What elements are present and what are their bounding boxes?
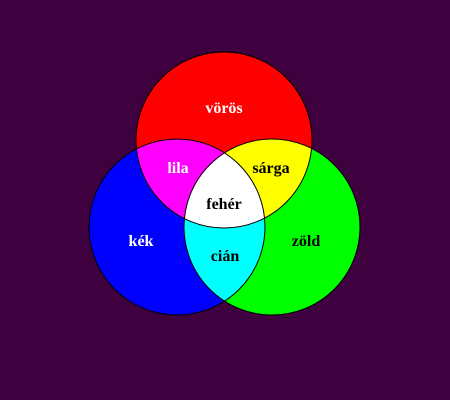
label-green: zöld	[292, 233, 321, 250]
red-circle-outline	[135, 51, 313, 229]
label-yellow: sárga	[252, 160, 289, 177]
green-circle-outline	[183, 138, 361, 316]
label-white: fehér	[206, 196, 242, 213]
label-cyan: cián	[211, 248, 240, 265]
blue-circle-outline	[88, 138, 266, 316]
label-magenta: lila	[167, 160, 188, 177]
label-red: vörös	[205, 100, 242, 117]
circle-outlines	[88, 51, 361, 316]
white-center-overlap	[184, 139, 265, 228]
label-blue: kék	[129, 233, 154, 250]
